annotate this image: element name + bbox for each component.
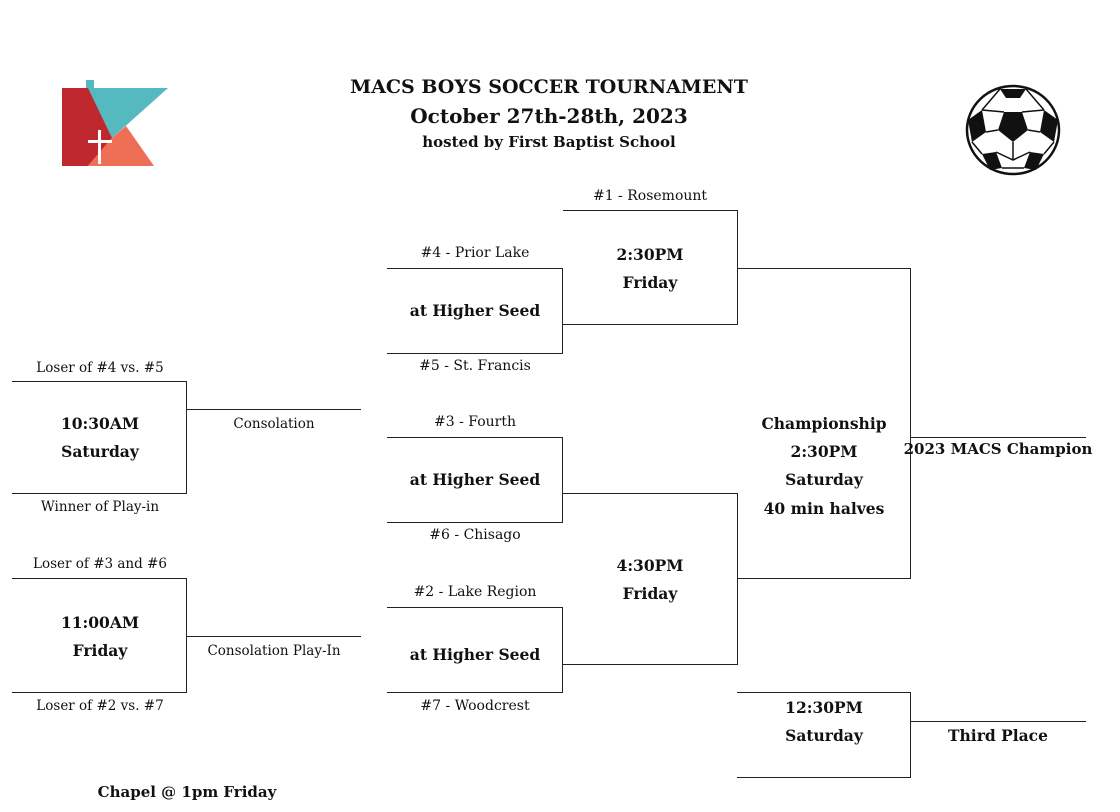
seed-2-team: #2 - Lake Region — [413, 584, 537, 600]
semi1-day: Friday — [622, 273, 678, 292]
bracket-line — [12, 578, 187, 579]
bracket-line — [387, 353, 563, 354]
bracket-line — [737, 777, 911, 778]
bracket-line — [562, 607, 563, 693]
championship-day: Saturday — [785, 470, 863, 489]
consolation-time: 10:30AM — [60, 414, 140, 433]
bracket-line — [387, 437, 563, 438]
consolation-label: Consolation — [233, 416, 315, 432]
championship-time: 2:30PM — [790, 442, 858, 461]
champion-label: 2023 MACS Champion — [903, 440, 1093, 458]
bracket-line — [562, 268, 563, 354]
bracket-line — [563, 210, 738, 211]
bracket-line — [737, 692, 911, 693]
bracket-line — [12, 493, 187, 494]
bracket-line — [563, 493, 738, 494]
bracket-line — [387, 268, 563, 269]
seed-7-team: #7 - Woodcrest — [420, 698, 530, 714]
championship-label: Championship — [761, 414, 887, 433]
bracket-line — [738, 268, 911, 269]
third-place-day: Saturday — [785, 726, 863, 745]
tournament-dates: October 27th-28th, 2023 — [410, 104, 688, 128]
seed-6-team: #6 - Chisago — [429, 527, 521, 543]
bracket-line — [387, 522, 563, 523]
school-logo — [62, 80, 168, 166]
consolation-day: Saturday — [61, 442, 139, 461]
bracket-line — [737, 493, 738, 665]
qf1-site: at Higher Seed — [409, 301, 541, 320]
consolation-line — [187, 409, 361, 410]
bracket-line — [387, 607, 563, 608]
bracket-line — [12, 381, 187, 382]
playin-time: 11:00AM — [60, 613, 140, 632]
bracket-line — [563, 324, 738, 325]
bracket-line — [910, 692, 911, 778]
qf3-site: at Higher Seed — [409, 645, 541, 664]
bracket-line — [186, 381, 187, 494]
bracket-line — [562, 437, 563, 523]
seed-5-team: #5 - St. Francis — [419, 358, 531, 374]
third-place-time: 12:30PM — [785, 698, 863, 717]
chapel-note: Chapel @ 1pm Friday — [97, 783, 277, 801]
bracket-line — [563, 664, 738, 665]
bracket-line — [738, 578, 911, 579]
third-place-line — [911, 721, 1086, 722]
championship-note: 40 min halves — [763, 499, 885, 518]
third-place-label: Third Place — [948, 726, 1048, 745]
playin-line — [187, 636, 361, 637]
bracket-line — [12, 692, 187, 693]
champion-line — [911, 437, 1086, 438]
playin-top-team: Loser of #3 and #6 — [33, 556, 167, 572]
bracket-line — [387, 692, 563, 693]
semi1-time: 2:30PM — [616, 245, 684, 264]
seed-3-team: #3 - Fourth — [434, 414, 516, 430]
soccer-ball-icon — [965, 84, 1061, 176]
semi2-day: Friday — [622, 584, 678, 603]
seed-4-team: #4 - Prior Lake — [420, 245, 530, 261]
seed-1-team: #1 - Rosemount — [592, 188, 708, 204]
bracket-line — [737, 210, 738, 325]
playin-day: Friday — [72, 641, 128, 660]
playin-bottom-team: Loser of #2 vs. #7 — [36, 698, 164, 714]
bracket-line — [910, 268, 911, 579]
bracket-line — [186, 578, 187, 693]
consolation-bottom-team: Winner of Play-in — [40, 499, 160, 515]
consolation-top-team: Loser of #4 vs. #5 — [36, 360, 164, 376]
semi2-time: 4:30PM — [616, 556, 684, 575]
host-school: hosted by First Baptist School — [422, 133, 676, 151]
playin-label: Consolation Play-In — [207, 643, 341, 659]
qf2-site: at Higher Seed — [409, 470, 541, 489]
tournament-title: MACS BOYS SOCCER TOURNAMENT — [350, 76, 748, 98]
